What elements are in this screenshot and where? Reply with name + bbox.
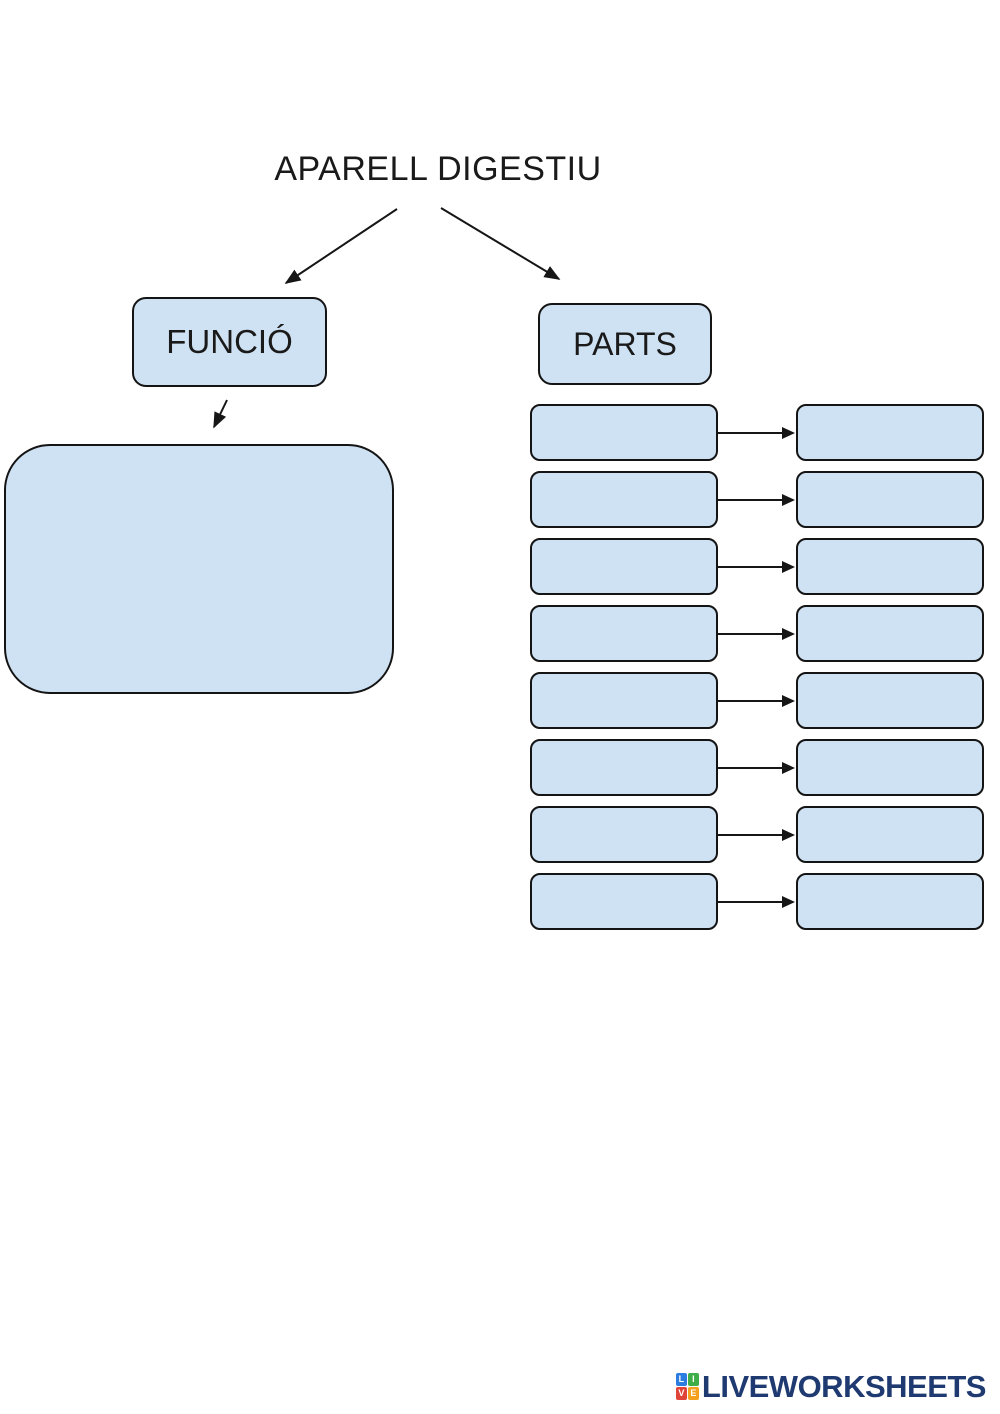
logo-letter-e-square: E bbox=[687, 1387, 699, 1400]
parts-box: PARTS bbox=[538, 303, 712, 385]
arrow-right-icon bbox=[718, 672, 796, 729]
parts-label: PARTS bbox=[573, 325, 677, 362]
arrow-right-icon bbox=[718, 404, 796, 461]
part-answer-box-right[interactable] bbox=[796, 672, 984, 729]
part-answer-box-left[interactable] bbox=[530, 605, 718, 662]
parts-row bbox=[530, 873, 984, 930]
arrow-title-to-funcio bbox=[284, 208, 398, 284]
parts-row bbox=[530, 672, 984, 729]
funcio-box: FUNCIÓ bbox=[132, 297, 327, 387]
arrow-funcio-to-answer bbox=[213, 399, 228, 429]
funcio-label: FUNCIÓ bbox=[166, 323, 293, 360]
parts-row bbox=[530, 605, 984, 662]
part-answer-box-right[interactable] bbox=[796, 404, 984, 461]
parts-row bbox=[530, 538, 984, 595]
part-answer-box-left[interactable] bbox=[530, 538, 718, 595]
funcio-answer-box[interactable] bbox=[4, 444, 394, 694]
part-answer-box-left[interactable] bbox=[530, 404, 718, 461]
part-answer-box-right[interactable] bbox=[796, 739, 984, 796]
part-answer-box-left[interactable] bbox=[530, 806, 718, 863]
parts-row bbox=[530, 404, 984, 461]
arrow-right-icon bbox=[718, 806, 796, 863]
part-answer-box-left[interactable] bbox=[530, 672, 718, 729]
part-answer-box-left[interactable] bbox=[530, 739, 718, 796]
logo-letter-l-square: L bbox=[675, 1373, 687, 1386]
parts-row bbox=[530, 471, 984, 528]
part-answer-box-left[interactable] bbox=[530, 471, 718, 528]
logo-letter-i-square: I bbox=[687, 1373, 699, 1386]
arrow-right-icon bbox=[718, 739, 796, 796]
arrow-right-icon bbox=[718, 873, 796, 930]
parts-row bbox=[530, 806, 984, 863]
page-title: APARELL DIGESTIU bbox=[274, 150, 602, 188]
part-answer-box-left[interactable] bbox=[530, 873, 718, 930]
part-answer-box-right[interactable] bbox=[796, 471, 984, 528]
part-answer-box-right[interactable] bbox=[796, 806, 984, 863]
parts-grid bbox=[530, 404, 984, 940]
arrow-right-icon bbox=[718, 605, 796, 662]
arrow-right-icon bbox=[718, 538, 796, 595]
part-answer-box-right[interactable] bbox=[796, 873, 984, 930]
part-answer-box-right[interactable] bbox=[796, 538, 984, 595]
arrow-title-to-parts bbox=[440, 207, 561, 280]
part-answer-box-right[interactable] bbox=[796, 605, 984, 662]
parts-row bbox=[530, 739, 984, 796]
liveworksheets-logo-text: LIVEWORKSHEETS bbox=[701, 1369, 987, 1404]
logo-letter-v-square: V bbox=[675, 1387, 687, 1400]
arrow-right-icon bbox=[718, 471, 796, 528]
